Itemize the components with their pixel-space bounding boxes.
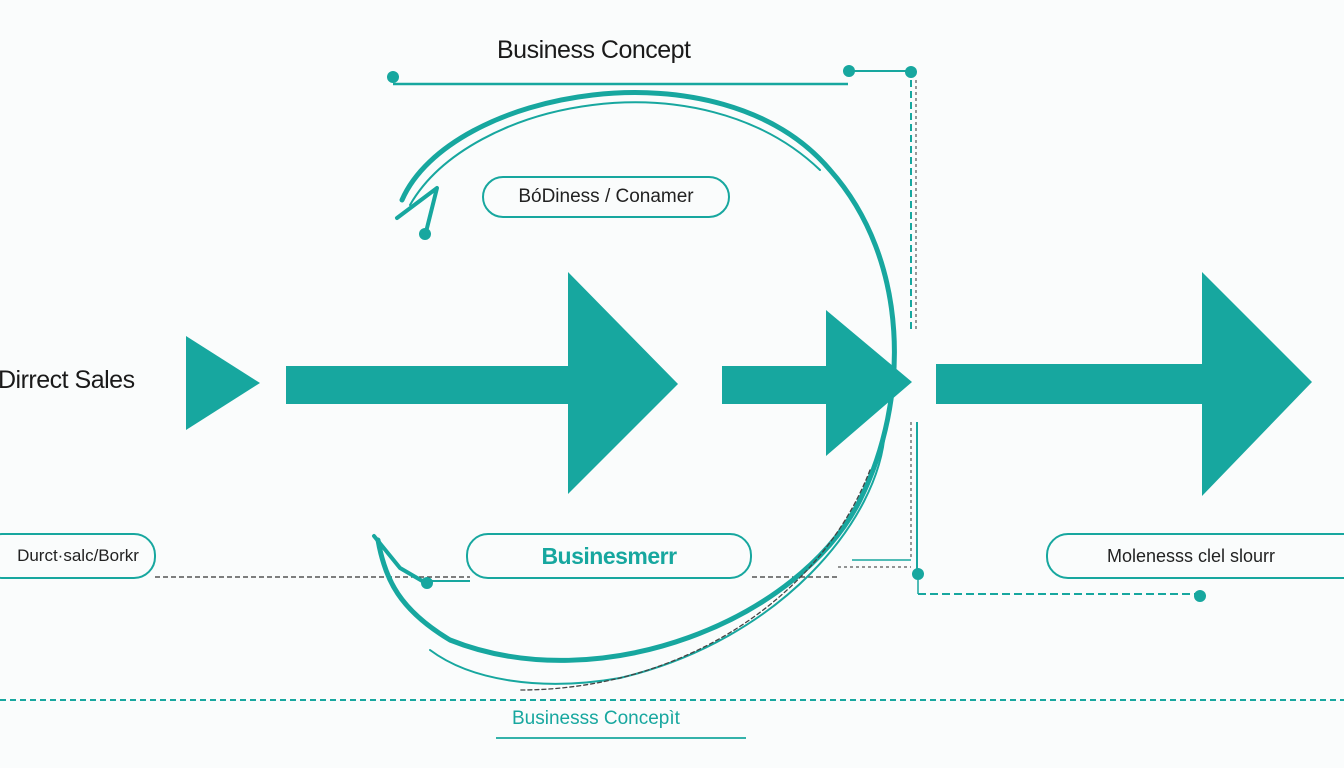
- vertical-dashed-guides: [838, 80, 918, 572]
- small-triangle-arrow: [186, 336, 260, 430]
- flow-arrows: [186, 272, 1312, 496]
- pill-left-text: Durct·salc/Borkr: [17, 546, 139, 565]
- last-large-arrow: [936, 272, 1312, 496]
- pill-right-text: Molenesss clel slourr: [1106, 545, 1276, 566]
- pill-center-node: Businesmerr: [466, 533, 752, 579]
- right-connector: [912, 568, 1206, 602]
- pill-left-node: Durct·salc/Borkr: [0, 533, 156, 579]
- pill-right-node: Molenesss clel slourr: [1046, 533, 1344, 579]
- pill-center-text: Businesmerr: [541, 542, 677, 569]
- cycle-loop-arrow: [372, 90, 897, 691]
- direct-sales-label: Dirrect Sales: [0, 366, 135, 394]
- top-connector: [387, 65, 917, 86]
- pill-top-text: BóDiness / Conamer: [518, 186, 694, 207]
- first-large-arrow: [286, 272, 678, 494]
- pill-top-node: BóDiness / Conamer: [482, 176, 730, 218]
- middle-arrow: [722, 310, 912, 456]
- bottom-concept-label: Businesss Concepìt: [512, 708, 680, 729]
- diagram-title: Business Concept: [497, 36, 691, 64]
